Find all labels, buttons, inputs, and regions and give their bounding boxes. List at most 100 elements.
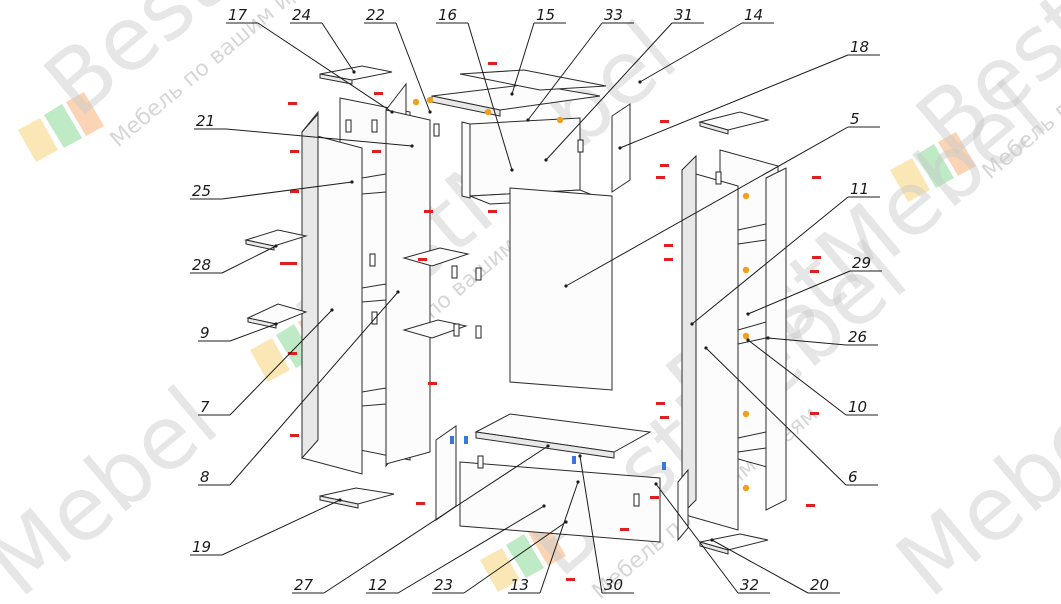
furniture-parts: [244, 65, 787, 555]
callout-anchor-dot: [654, 482, 658, 486]
bracket-marker: [371, 119, 378, 133]
callout-leader-line: [395, 22, 431, 113]
part-middle-shelf: [402, 319, 468, 339]
callout-label-24: 24: [292, 6, 311, 24]
callout-anchor-dot: [544, 158, 548, 162]
callout-anchor-dot: [710, 538, 714, 542]
screw-marker: [810, 270, 819, 273]
callout-label-20: 20: [810, 576, 829, 594]
callout-anchor-dot: [546, 444, 550, 448]
dowel-marker: [662, 462, 666, 470]
callout-leader-line: [619, 54, 849, 149]
screw-marker: [290, 190, 299, 193]
cam-lock-marker: [556, 116, 564, 124]
screw-marker: [488, 210, 497, 213]
part-16-side-panel: [461, 121, 471, 199]
part-22-side-panel: [385, 109, 431, 465]
screw-marker: [428, 382, 437, 385]
callout-label-18: 18: [850, 38, 869, 56]
cam-lock-marker: [426, 96, 434, 104]
part-32-side-panel: [677, 468, 689, 542]
part-20-edge: [699, 541, 729, 555]
callout-leader-line: [257, 22, 393, 113]
callout-anchor-dot: [576, 480, 580, 484]
callout-anchor-dot: [746, 338, 750, 342]
screw-marker: [664, 258, 673, 261]
callout-leader-line: [229, 309, 333, 416]
callout-anchor-dot: [746, 312, 750, 316]
callout-leader-line: [229, 291, 399, 486]
callout-label-12: 12: [368, 576, 387, 594]
part-6-edge: [681, 154, 697, 516]
fasteners: [280, 62, 821, 581]
part-25-edge: [301, 112, 319, 460]
callout-label-31: 31: [674, 6, 693, 24]
part-top-right-shelf-edge: [699, 121, 729, 135]
callout-anchor-dot: [542, 504, 546, 508]
part-12-edge: [475, 431, 615, 459]
screw-marker: [620, 528, 629, 531]
part-28-edge: [245, 239, 275, 251]
callout-leader-line: [565, 126, 849, 287]
bracket-marker: [633, 493, 640, 507]
screw-marker: [288, 262, 297, 265]
bracket-marker: [369, 253, 376, 267]
callout-anchor-dot: [526, 118, 530, 122]
screw-marker: [416, 502, 425, 505]
screw-marker: [810, 412, 819, 415]
screw-marker: [374, 92, 383, 95]
callout-leader-line: [545, 22, 673, 161]
callout-label-22: 22: [366, 6, 385, 24]
screw-marker: [812, 176, 821, 179]
callout-label-16: 16: [438, 6, 457, 24]
callout-leader-line: [229, 323, 277, 342]
callout-label-6: 6: [848, 468, 858, 486]
callout-anchor-dot: [564, 520, 568, 524]
bracket-marker: [371, 311, 378, 325]
callout-leader-line: [711, 539, 809, 594]
callout-label-7: 7: [200, 398, 210, 416]
callout-anchor-dot: [766, 336, 770, 340]
callout-label-10: 10: [848, 398, 867, 416]
callout-leader-line: [691, 196, 849, 325]
part-33-strip: [459, 69, 607, 91]
callout-label-27: 27: [294, 576, 314, 594]
callout-label-14: 14: [744, 6, 763, 24]
callout-label-9: 9: [200, 324, 210, 342]
callout-leader-line: [655, 483, 739, 594]
callout-anchor-dot: [396, 290, 400, 294]
callout-leader-line: [321, 22, 355, 73]
bracket-marker: [715, 171, 722, 185]
screw-marker: [806, 504, 815, 507]
bracket-marker: [475, 325, 482, 339]
callout-leader-line: [705, 347, 847, 486]
callout-label-25: 25: [192, 182, 211, 200]
callout-anchor-dot: [638, 80, 642, 84]
screw-marker: [288, 102, 297, 105]
part-left-shelf: [361, 283, 387, 303]
callout-leader-line: [747, 270, 851, 315]
cam-lock-marker: [742, 192, 750, 200]
callout-anchor-dot: [428, 110, 432, 114]
callout-anchor-dot: [510, 168, 514, 172]
callout-leader-line: [323, 445, 549, 594]
callout-anchor-dot: [510, 92, 514, 96]
screw-marker: [280, 262, 289, 265]
callout-anchor-dot: [704, 346, 708, 350]
callout-anchor-dot: [338, 498, 342, 502]
part-right-shelf: [737, 223, 767, 245]
callout-anchor-dot: [274, 322, 278, 326]
cam-lock-marker: [742, 332, 750, 340]
screw-marker: [566, 578, 575, 581]
cam-lock-marker: [742, 410, 750, 418]
screw-marker: [660, 416, 669, 419]
callout-anchor-dot: [274, 244, 278, 248]
callout-leader-line: [397, 505, 545, 594]
cam-lock-marker: [742, 484, 750, 492]
part-9-edge: [247, 317, 277, 329]
bracket-marker: [453, 323, 460, 337]
callout-leaders: [190, 22, 882, 594]
callout-leader-line: [579, 455, 603, 594]
